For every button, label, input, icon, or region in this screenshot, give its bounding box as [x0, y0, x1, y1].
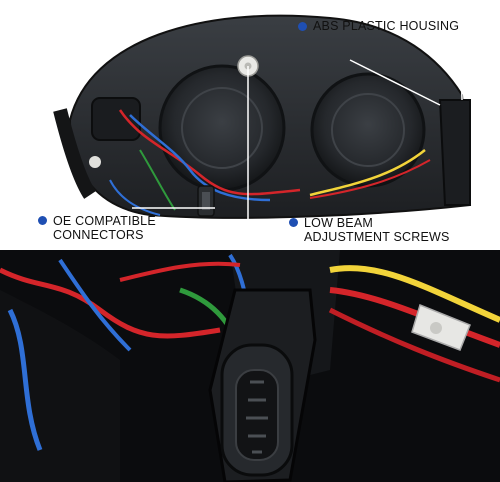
callout-dot-icon [289, 218, 298, 227]
callout-dot-icon [298, 21, 307, 31]
connector-plug-icon [208, 288, 317, 482]
high-beam-cap [310, 72, 426, 188]
headlight-rear-photo: ABS PLASTIC HOUSING OE COMPATIBLE CONNEC… [38, 14, 472, 244]
callout-low-beam-screws: LOW BEAM ADJUSTMENT SCREWS [289, 216, 450, 244]
headlight-housing-illustration [53, 14, 472, 221]
callout-abs-housing: ABS PLASTIC HOUSING [298, 19, 459, 33]
callout-dot-icon [38, 216, 47, 225]
bulb-socket [91, 97, 141, 141]
connector-closeup-illustration [0, 250, 500, 482]
callout-abs-housing-label: ABS PLASTIC HOUSING [313, 19, 460, 33]
low-beam-cap [158, 64, 286, 192]
callout-low-beam-screws-label: LOW BEAM ADJUSTMENT SCREWS [304, 216, 450, 244]
callout-oe-connectors-label: OE COMPATIBLE CONNECTORS [53, 214, 156, 242]
panel-divider [0, 248, 500, 251]
connector-closeup-photo [0, 250, 500, 482]
callout-oe-connectors: OE COMPATIBLE CONNECTORS [38, 214, 156, 242]
connector-plug-icon [197, 185, 215, 217]
